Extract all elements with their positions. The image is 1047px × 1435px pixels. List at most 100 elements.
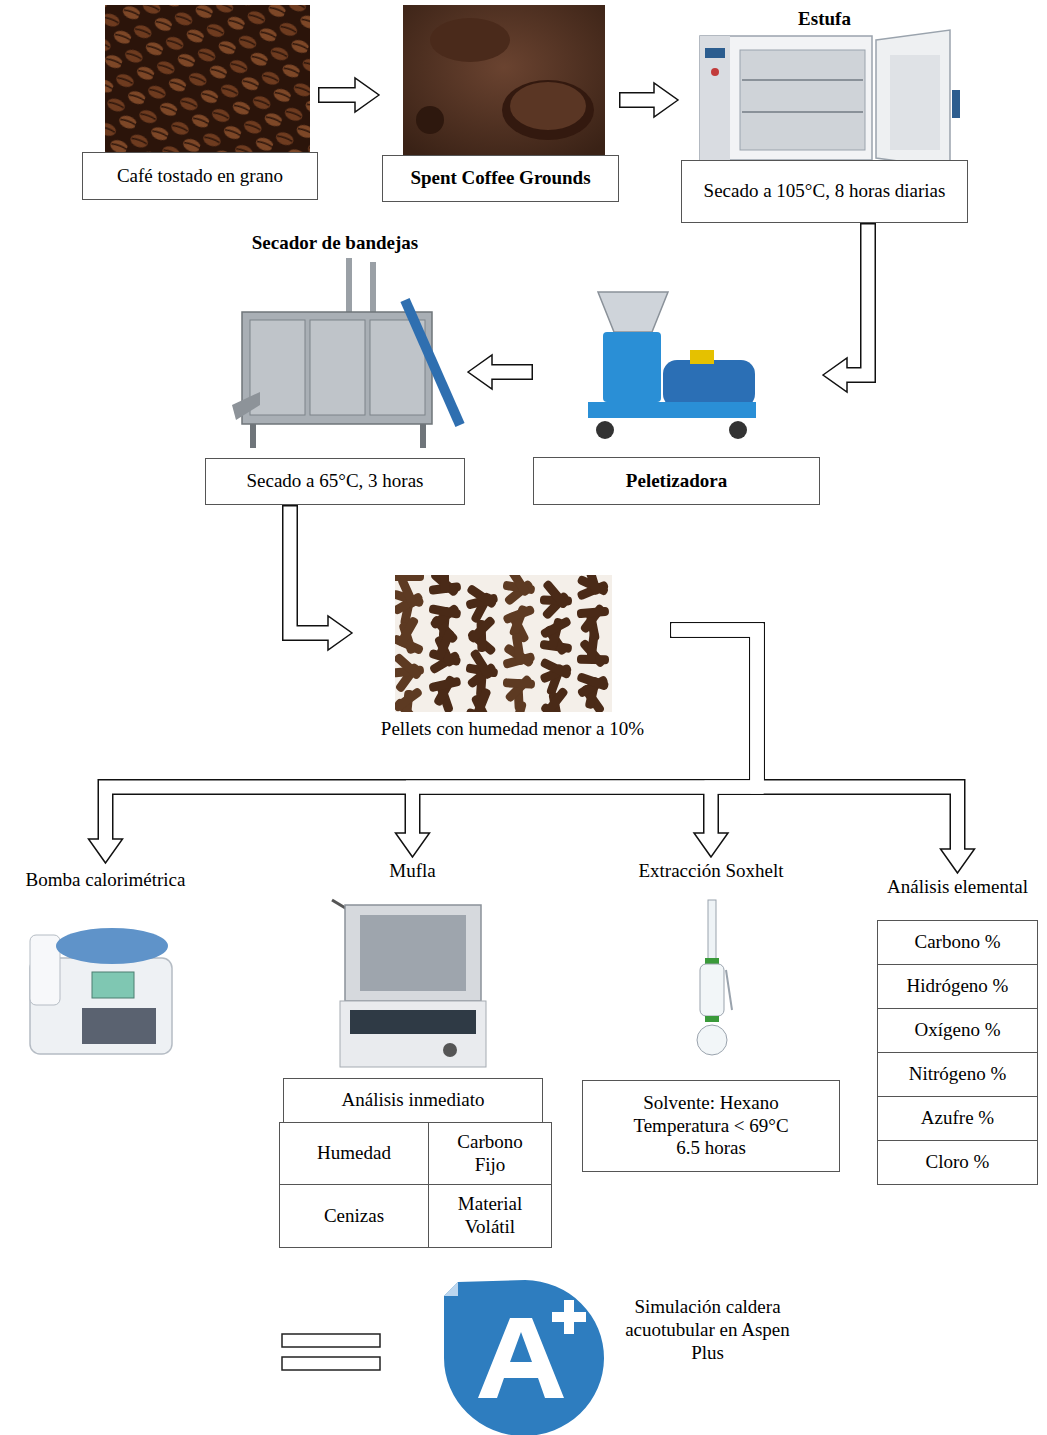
block-arrow bbox=[290, 513, 328, 633]
label-frame: Peletizadora bbox=[533, 457, 820, 505]
pellet bbox=[440, 575, 450, 593]
calorimeter-drawing-part bbox=[82, 1008, 156, 1044]
process-node: Material Volátil bbox=[428, 1184, 552, 1248]
heading-label: Secador de bandejas bbox=[205, 232, 465, 255]
pellet-mill-drawing-part bbox=[663, 360, 755, 408]
block-arrow-fill bbox=[290, 513, 328, 633]
box-label: Carbono % bbox=[914, 931, 1000, 954]
process-node: Azufre % bbox=[877, 1096, 1038, 1141]
block-arrow bbox=[678, 630, 757, 833]
process-node: Análisis elementalCarbono % Hidrógeno % Ox… bbox=[877, 876, 1038, 1185]
process-node: Cenizas bbox=[279, 1184, 429, 1248]
pellet bbox=[584, 575, 602, 596]
pellet-mill-drawing-part bbox=[603, 332, 661, 402]
box-label: Material Volátil bbox=[443, 1193, 537, 1239]
equals-sign-part bbox=[282, 1334, 380, 1347]
process-node: Carbono Fijo bbox=[428, 1122, 552, 1185]
block-arrow bbox=[678, 630, 958, 849]
calorimeter-drawing-part bbox=[56, 928, 168, 964]
process-node: Secador de bandejasSecado a 65°C, 3 hora… bbox=[205, 232, 465, 505]
pellet bbox=[466, 584, 498, 609]
pellet bbox=[539, 657, 572, 679]
box-label: Spent Coffee Grounds bbox=[410, 167, 590, 190]
block-arrow bbox=[492, 364, 525, 380]
pellet bbox=[428, 677, 461, 693]
box-label: Nitrógeno % bbox=[909, 1063, 1007, 1086]
block-arrow bbox=[847, 231, 868, 375]
process-node: Cloro % bbox=[877, 1140, 1038, 1185]
soxhlet-drawing-part bbox=[697, 1025, 727, 1055]
block-arrow bbox=[106, 630, 758, 839]
pellet bbox=[502, 605, 535, 625]
block-arrow-fill bbox=[492, 366, 525, 379]
oven-drawing-part bbox=[700, 36, 872, 160]
tray-dryer-drawing-part bbox=[232, 392, 260, 420]
spent-grounds-photo bbox=[403, 5, 605, 160]
process-node: Carbono % bbox=[877, 920, 1038, 965]
tray-dryer-drawing-part bbox=[370, 262, 376, 318]
block-arrow-fill bbox=[678, 630, 757, 833]
process-node: Simulación caldera acuotubular en Aspen … bbox=[440, 1280, 800, 1430]
label-frame: Material Volátil bbox=[428, 1184, 552, 1248]
heading-label: Pellets con humedad menor a 10% bbox=[355, 718, 670, 741]
coffee-beans-photo-part bbox=[105, 5, 310, 155]
block-arrow bbox=[326, 87, 355, 103]
box-label: Solvente: Hexano Temperatura < 69°C 6.5 … bbox=[621, 1092, 801, 1160]
heading-label: Estufa bbox=[681, 8, 968, 31]
oven-drawing-part bbox=[742, 111, 863, 113]
label-frame: Solvente: Hexano Temperatura < 69°C 6.5 … bbox=[582, 1080, 840, 1172]
pellet bbox=[540, 616, 572, 639]
pellet-mill-drawing-part bbox=[588, 402, 756, 418]
box-label: Humedad bbox=[317, 1142, 391, 1165]
spent-grounds-photo-part bbox=[502, 80, 594, 140]
process-node: Peletizadora bbox=[533, 285, 820, 505]
process-node: Nitrógeno % bbox=[877, 1052, 1038, 1097]
pellet-mill-drawing bbox=[588, 292, 756, 439]
label-frame: Nitrógeno % bbox=[877, 1052, 1038, 1097]
muffle-furnace-drawing-part bbox=[443, 1043, 457, 1057]
muffle-furnace-drawing-part bbox=[360, 915, 466, 991]
muffle-furnace-drawing bbox=[332, 900, 486, 1067]
equals-sign-part bbox=[282, 1357, 380, 1370]
tray-dryer-drawing-part bbox=[310, 320, 365, 415]
oven-drawing-part bbox=[742, 79, 863, 81]
label-frame: Cenizas bbox=[279, 1184, 429, 1248]
oven-drawing-part bbox=[876, 30, 950, 168]
tray-dryer-drawing-part bbox=[405, 300, 460, 425]
pellet bbox=[576, 672, 609, 691]
label-frame: Análisis inmediato bbox=[283, 1078, 543, 1123]
label-frame: Cloro % bbox=[877, 1140, 1038, 1185]
pellet bbox=[542, 686, 569, 712]
heading-label: Análisis elemental bbox=[877, 876, 1038, 899]
tray-dryer-drawing-part bbox=[250, 424, 256, 448]
spent-grounds-photo-part bbox=[430, 18, 510, 62]
pellet-mill-drawing-part bbox=[729, 421, 747, 439]
label-frame: Oxígeno % bbox=[877, 1008, 1038, 1053]
soxhlet-drawing-part bbox=[705, 958, 719, 964]
soxhlet-drawing-part bbox=[726, 970, 732, 1010]
label-frame: Azufre % bbox=[877, 1096, 1038, 1141]
muffle-furnace-drawing-part bbox=[340, 1001, 486, 1067]
soxhlet-drawing bbox=[697, 900, 732, 1055]
oven-drawing bbox=[700, 30, 960, 168]
pellet-mill-drawing-part bbox=[596, 421, 614, 439]
aspen-logo-part bbox=[478, 1318, 564, 1398]
label-frame: Café tostado en grano bbox=[82, 152, 318, 200]
pellet bbox=[512, 633, 526, 666]
oven-drawing-part bbox=[705, 48, 725, 58]
box-label: Carbono Fijo bbox=[443, 1131, 537, 1177]
pellet-mill-drawing-part bbox=[690, 350, 714, 364]
pellets-photo-part bbox=[395, 575, 612, 712]
pellet bbox=[434, 628, 455, 661]
process-node: Análisis inmediato bbox=[283, 1078, 543, 1123]
process-node: Spent Coffee Grounds bbox=[382, 5, 619, 202]
pellet bbox=[471, 687, 491, 712]
heading-label: Bomba calorimétrica bbox=[8, 869, 203, 892]
pellet bbox=[506, 575, 531, 597]
block-arrow-fill bbox=[678, 630, 958, 849]
box-label: Hidrógeno % bbox=[907, 975, 1009, 998]
label-frame: Humedad bbox=[279, 1122, 429, 1185]
pellet-mill-drawing-part bbox=[598, 292, 668, 332]
pellets-photo bbox=[391, 561, 612, 734]
tray-dryer-drawing bbox=[232, 258, 460, 448]
